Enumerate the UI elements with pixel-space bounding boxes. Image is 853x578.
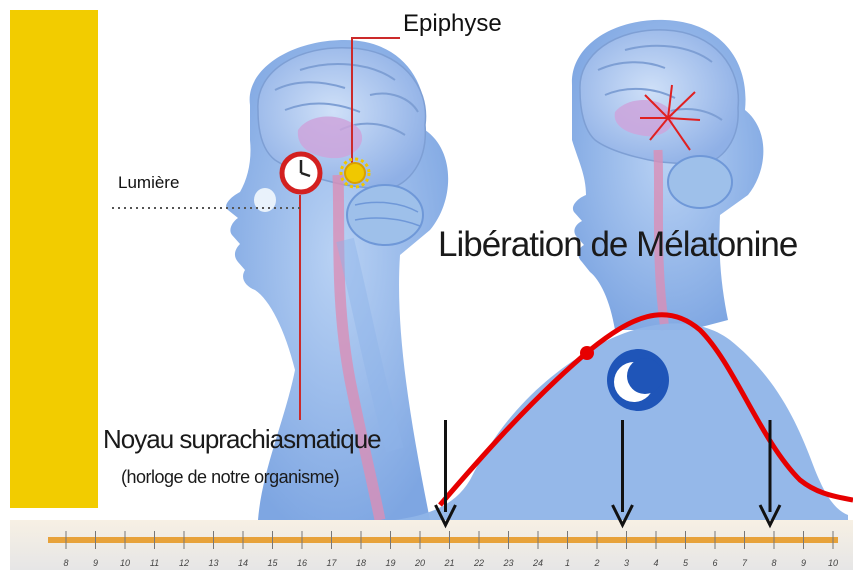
epiphyse-label: Epiphyse xyxy=(403,10,502,38)
timeline-hour-label: 21 xyxy=(444,558,454,568)
body-clock-label: (horloge de notre organisme) xyxy=(121,467,339,488)
suprachiasmatic-nucleus-label: Noyau suprachiasmatique xyxy=(103,424,381,455)
timeline-hour-label: 1 xyxy=(565,558,570,568)
timeline-hour-label: 18 xyxy=(356,558,366,568)
lumiere-label: Lumière xyxy=(118,173,179,193)
timeline-hour-label: 15 xyxy=(267,558,277,568)
timeline-hour-label: 17 xyxy=(326,558,336,568)
timeline-hour-label: 14 xyxy=(238,558,248,568)
timeline-hour-label: 9 xyxy=(93,558,98,568)
timeline-hour-label: 7 xyxy=(742,558,747,568)
timeline-hour-label: 24 xyxy=(533,558,543,568)
timeline-hour-label: 8 xyxy=(771,558,776,568)
timeline-hour-label: 5 xyxy=(683,558,688,568)
timeline-hour-label: 8 xyxy=(63,558,68,568)
timeline-hour-label: 6 xyxy=(712,558,717,568)
timeline-hour-label: 16 xyxy=(297,558,307,568)
timeline-hour-label: 10 xyxy=(828,558,838,568)
timeline-hour-label: 13 xyxy=(208,558,218,568)
timeline-hour-label: 23 xyxy=(503,558,513,568)
yellow-side-bar xyxy=(10,10,98,508)
down-arrow-icon xyxy=(436,420,456,525)
timeline-hour-label: 9 xyxy=(801,558,806,568)
timeline-hour-label: 20 xyxy=(415,558,425,568)
timeline-hour-label: 11 xyxy=(150,558,159,568)
moon-icon xyxy=(607,349,669,411)
timeline-hour-label: 12 xyxy=(179,558,189,568)
timeline-hour-label: 10 xyxy=(120,558,130,568)
timeline-hour-label: 19 xyxy=(385,558,395,568)
timeline xyxy=(10,520,853,570)
timeline-hour-label: 22 xyxy=(474,558,484,568)
clock-icon xyxy=(282,154,320,192)
timeline-hour-label: 4 xyxy=(653,558,658,568)
timeline-hour-label: 3 xyxy=(624,558,629,568)
timeline-hour-label: 2 xyxy=(594,558,599,568)
curve-marker-dot xyxy=(580,346,594,360)
melatonin-release-label: Libération de Mélatonine xyxy=(438,225,797,265)
